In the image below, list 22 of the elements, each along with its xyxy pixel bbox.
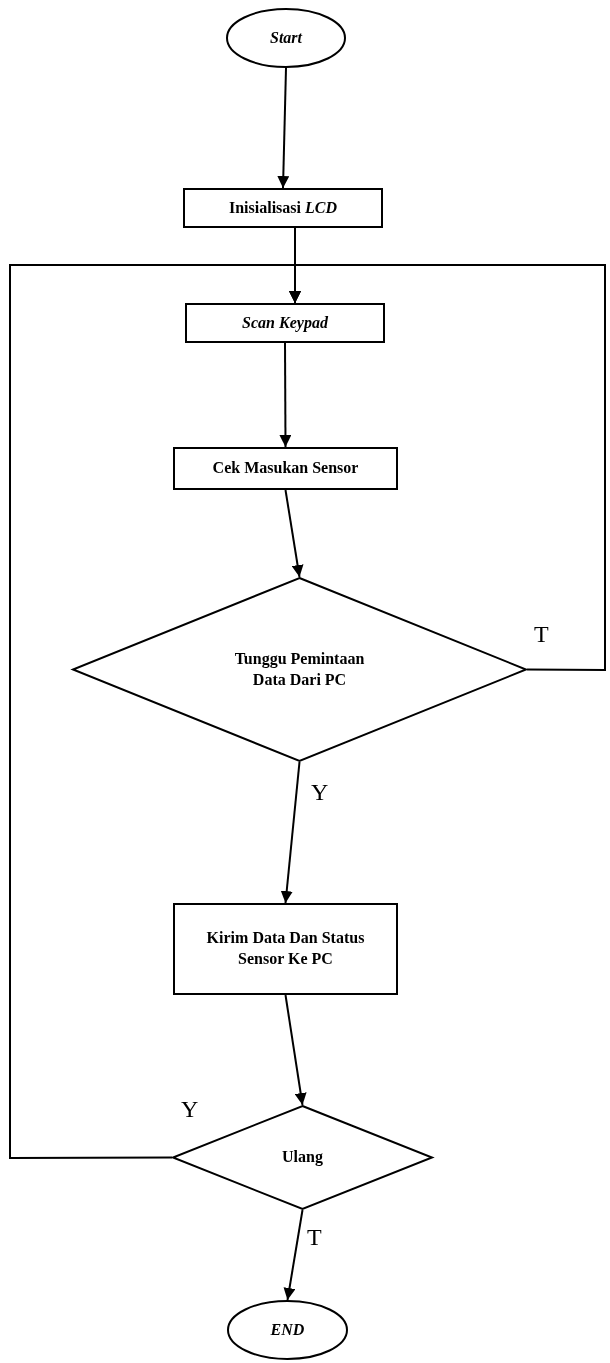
node-label: Ulang <box>282 1147 323 1168</box>
process-box <box>173 447 398 490</box>
node-label: Start <box>270 27 302 48</box>
arrow <box>9 264 301 1159</box>
process-box <box>185 303 385 343</box>
start-terminal <box>226 8 346 68</box>
process-box <box>183 188 383 228</box>
node-label: Tunggu Pemintaan Data Dari PC <box>233 648 366 690</box>
arrow <box>284 994 307 1106</box>
arrow <box>277 67 290 189</box>
arrow <box>284 489 304 578</box>
node-label: Scan Keypad <box>242 312 328 334</box>
node-label: Cek Masukan Sensor <box>212 458 359 479</box>
node-label: END <box>270 1319 305 1340</box>
arrow <box>283 1209 304 1301</box>
decision-diamond <box>72 577 527 762</box>
arrow <box>280 761 301 904</box>
node-label: Inisialisasi LCD <box>229 197 337 218</box>
end-terminal <box>227 1300 348 1360</box>
node-label: Kirim Data Dan Status Sensor Ke PC <box>205 928 366 969</box>
arrow <box>279 342 292 448</box>
process-box <box>173 903 398 995</box>
